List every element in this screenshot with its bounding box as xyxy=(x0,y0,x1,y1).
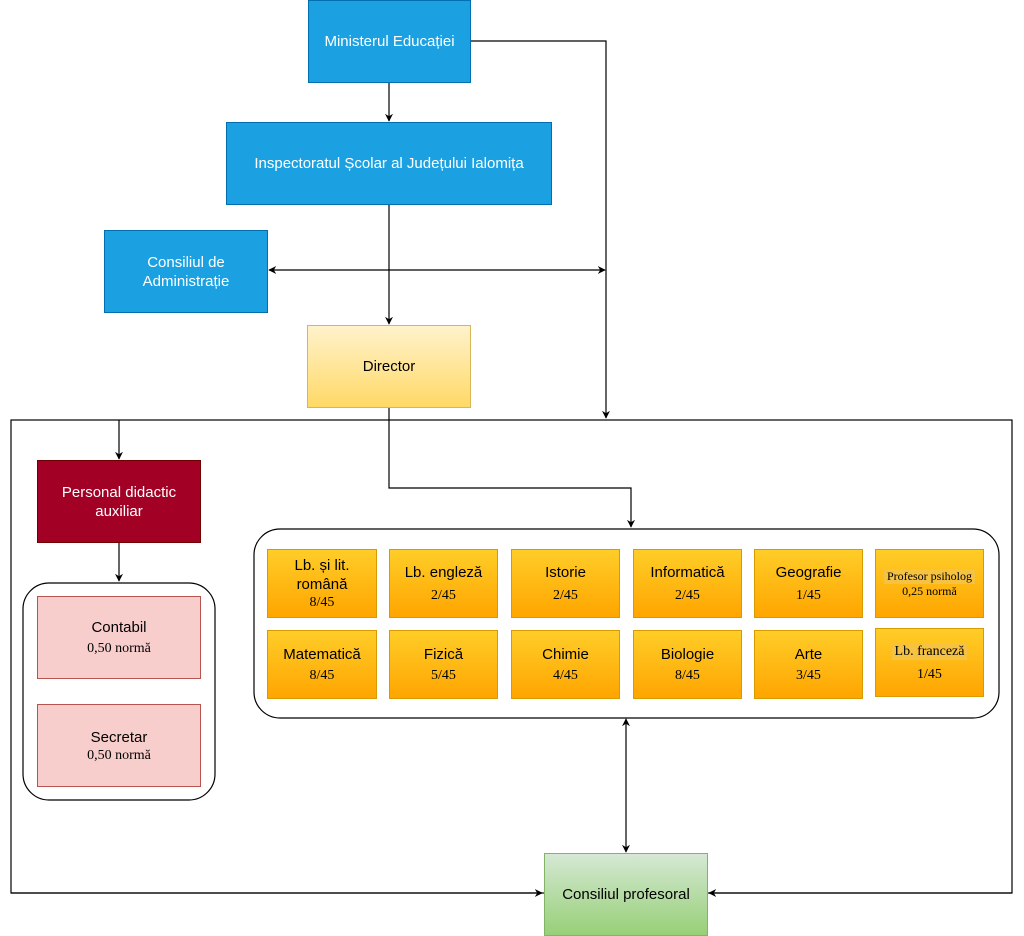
teachers-council-node: Consiliul profesoral xyxy=(544,853,708,936)
dept-name: Lb. franceză xyxy=(891,642,968,660)
director-label: Director xyxy=(362,358,416,375)
dept-count: 0,25 normă xyxy=(902,583,957,598)
dept-count: 8/45 xyxy=(675,668,700,683)
connector-director-departments xyxy=(388,407,635,528)
role-accountant: Contabil 0,50 normă xyxy=(37,596,201,679)
dept-name: Chimie xyxy=(542,646,589,663)
role-secretary: Secretar 0,50 normă xyxy=(37,704,201,787)
dept-count: 8/45 xyxy=(309,595,335,610)
role-title: Secretar xyxy=(90,728,148,746)
director-node: Director xyxy=(307,325,471,408)
dept-count: 1/45 xyxy=(796,588,821,603)
council-label: Consiliul profesoral xyxy=(562,886,690,903)
dept-chemistry: Chimie 4/45 xyxy=(511,630,620,699)
auxiliary-staff-node: Personal didactic auxiliar xyxy=(37,460,201,543)
dept-name: Geografie xyxy=(775,564,842,581)
dept-biology: Biologie 8/45 xyxy=(633,630,742,699)
dept-psychologist: Profesor psiholog 0,25 normă xyxy=(875,549,984,618)
inspectorate-node: Inspectoratul Școlar al Județului Ialomi… xyxy=(226,122,552,205)
ministry-label: Ministerul Educației xyxy=(324,33,455,50)
dept-count: 1/45 xyxy=(917,666,942,682)
dept-name: Istorie xyxy=(545,564,586,581)
auxiliary-label-line2: auxiliar xyxy=(95,502,143,520)
dept-count: 2/45 xyxy=(431,588,456,603)
dept-english: Lb. engleză 2/45 xyxy=(389,549,498,618)
connector-ministry-frame xyxy=(470,40,610,419)
dept-name: Informatică xyxy=(650,564,725,581)
dept-name: Profesor psiholog xyxy=(884,568,975,584)
dept-french: Lb. franceză 1/45 xyxy=(875,628,984,697)
dept-name: Fizică xyxy=(423,646,464,663)
auxiliary-roles-group xyxy=(22,582,216,801)
dept-history: Istorie 2/45 xyxy=(511,549,620,618)
dept-count: 3/45 xyxy=(796,668,821,683)
dept-name: Matematică xyxy=(283,646,361,663)
dept-geography: Geografie 1/45 xyxy=(754,549,863,618)
ministry-node: Ministerul Educației xyxy=(308,0,471,83)
dept-count: 4/45 xyxy=(553,668,578,683)
role-norm: 0,50 normă xyxy=(87,641,151,656)
role-norm: 0,50 normă xyxy=(87,747,151,763)
dept-name: Lb. engleză xyxy=(404,564,483,581)
role-title: Contabil xyxy=(91,619,147,636)
dept-arts: Arte 3/45 xyxy=(754,630,863,699)
dept-count: 2/45 xyxy=(553,588,578,603)
dept-romanian: Lb. și lit. română 8/45 xyxy=(267,549,377,618)
dept-count: 8/45 xyxy=(309,668,335,683)
board-label-line1: Consiliul de xyxy=(147,253,225,271)
board-node: Consiliul de Administrație xyxy=(104,230,268,313)
dept-physics: Fizică 5/45 xyxy=(389,630,498,699)
auxiliary-label-line1: Personal didactic xyxy=(61,483,177,501)
dept-name: Lb. și lit. română xyxy=(294,557,350,593)
board-label-line2: Administrație xyxy=(142,272,230,290)
dept-informatics: Informatică 2/45 xyxy=(633,549,742,618)
dept-count: 5/45 xyxy=(431,668,456,683)
dept-name: Arte xyxy=(794,646,823,663)
departments-group xyxy=(253,528,1000,719)
inspectorate-label: Inspectoratul Școlar al Județului Ialomi… xyxy=(254,155,524,172)
dept-mathematics: Matematică 8/45 xyxy=(267,630,377,699)
dept-name: Biologie xyxy=(660,646,715,663)
dept-count: 2/45 xyxy=(675,588,700,603)
